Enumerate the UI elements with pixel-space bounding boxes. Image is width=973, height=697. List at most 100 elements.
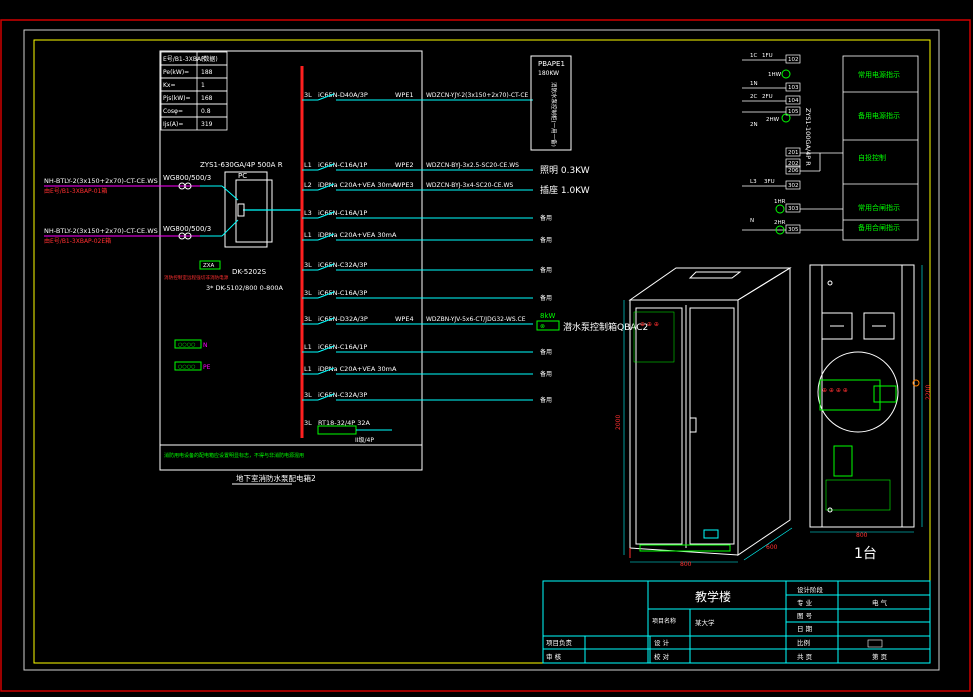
control-label: 1HR	[774, 199, 786, 205]
tb-leader: 项目负责	[546, 638, 573, 647]
terminal	[785, 180, 801, 190]
control-label: 302	[788, 183, 799, 189]
circuit-breaker: iC65N-C32A/3P	[318, 261, 367, 269]
circuit-code: WPE3	[395, 181, 414, 189]
terminal	[785, 147, 801, 157]
tb-reviewer: 校 对	[654, 652, 670, 661]
tb-design-unit: 设计阶段	[797, 585, 824, 594]
circuit-breaker: iC65N-C32A/3P	[318, 391, 367, 399]
circuit-breaker: iC65N-C16A/1P	[318, 161, 367, 169]
lamp-2hr-icon	[775, 225, 785, 235]
circuit-breaker: iC65N-D32A/3P	[318, 315, 368, 323]
svg-text:○○○○: ○○○○	[178, 342, 195, 348]
param-key: E号/B1-3XBAP	[163, 56, 205, 63]
circuit-phase: 3L	[304, 261, 312, 269]
param-value: 319	[201, 121, 213, 128]
yellow-border	[33, 39, 931, 664]
svg-text:⊕ ⊕ ⊕: ⊕ ⊕ ⊕	[640, 321, 659, 328]
circuit-phase: L1	[304, 231, 312, 239]
tb-date-label: 日 期	[797, 625, 813, 633]
front-width-label: 800	[856, 532, 868, 539]
circuit-phase: 3L	[304, 91, 312, 99]
param-value: 168	[201, 95, 213, 102]
terminal	[785, 158, 801, 168]
circuit-code: WPE4	[395, 315, 414, 323]
pc-label: PC	[238, 172, 247, 180]
svg-text:⊕ ⊕ ⊕ ⊕: ⊕ ⊕ ⊕ ⊕	[822, 387, 848, 394]
circuit-breaker: iC65N-C16A/1P	[318, 209, 367, 217]
param-key: Ijs(A)=	[163, 121, 183, 128]
parameter-table: E号/B1-3XBAP(数据)Pe(kW)=188Kx=1Pjs(kW)=168…	[160, 51, 228, 131]
circuit-load: 备用	[540, 396, 552, 404]
cabinet-width-label: 800	[680, 561, 692, 568]
tb-designer: 设 计	[654, 638, 670, 647]
control-label: L3	[750, 179, 757, 185]
tb-page-label: 第 页	[872, 652, 888, 661]
tb-major-label: 专 业	[797, 598, 813, 607]
param-value: 188	[201, 69, 213, 76]
ct2-label: WG800/500/3	[163, 225, 211, 233]
front-height-label: 2200	[925, 385, 932, 400]
circuit-row: 3L RT18-32/4P 32A	[304, 419, 370, 427]
feeder2-from: 由E号/B1-3XBAP-02E箱	[44, 237, 111, 245]
tb-scale-label: 比例	[797, 638, 810, 647]
circuit-load: 备用	[540, 294, 552, 302]
cabinet-depth-label: 600	[766, 544, 778, 551]
feeder2-cable: NH-BTLY-2(3x150+2x70)-CT-CE.WS	[44, 227, 158, 235]
tb-checker: 审 核	[546, 652, 562, 661]
circuit-code: WPE1	[395, 91, 414, 99]
title-block: 教学楼 设计阶段 项目名称 某大学 专 业 电 气 图 号 日 期 比例 共 页…	[542, 580, 931, 664]
circuit-load: 备用	[540, 370, 552, 378]
control-label: 206	[788, 168, 799, 174]
pbape-box: PBAPE1 180KW 消防水泵控制柜(一用一备)	[530, 55, 572, 151]
terminal	[785, 82, 801, 92]
control-label: 1N	[750, 81, 758, 87]
control-label: 102	[788, 57, 799, 63]
panel-note: 消防用电设备的配电箱应设置明显标志，不得与非消防电源混用	[164, 452, 304, 459]
cabinet-iso: ⊕ ⊕ ⊕ 2000 800 600	[615, 267, 793, 568]
bus-n	[174, 339, 202, 349]
pump-load-symbol	[536, 320, 560, 331]
pbape-power: 180KW	[538, 70, 559, 77]
tb-drawno-label: 图 号	[797, 612, 813, 620]
circuit-cable: WDZCN-BYJ-3x2.5-SC20-CE.WS	[426, 162, 519, 169]
circuit-phase: 3L	[304, 419, 312, 427]
spd-label: II级/4P	[355, 436, 374, 444]
svg-text:⊗: ⊗	[540, 323, 545, 330]
white-frame	[23, 29, 940, 671]
outer-red-frame	[0, 19, 971, 692]
circuit-phase: L1	[304, 161, 312, 169]
circuit-phase: L1	[304, 343, 312, 351]
control-label: 201	[788, 150, 799, 156]
param-row	[160, 116, 228, 131]
control-model: ZYS1-100GA/4P R	[804, 108, 812, 166]
distribution-panel: E号/B1-3XBAP(数据)Pe(kW)=188Kx=1Pjs(kW)=168…	[44, 50, 590, 485]
control-label: 1C	[750, 53, 757, 59]
terminal	[785, 165, 801, 175]
circuit-code: WPE2	[395, 161, 414, 169]
control-label: 2HR	[774, 220, 786, 226]
control-label: 2N	[750, 122, 758, 128]
legend-item: 常用电源指示	[858, 70, 900, 79]
circuit-load: 插座 1.0KW	[540, 184, 590, 196]
circuit-breaker: RT18-32/4P 32A	[318, 419, 370, 427]
control-label: N	[750, 218, 754, 224]
lamp-1hr-icon	[775, 204, 785, 214]
tb-sheet-label: 共 页	[797, 652, 813, 661]
bus-n-label: N	[203, 342, 208, 349]
circuit-cable: WDZCN-BYJ-3x4-SC20-CE.WS	[426, 182, 513, 189]
cabinet-height-label: 2000	[615, 415, 622, 430]
tb-project: 教学楼	[695, 589, 731, 604]
pbape-desc: 消防水泵控制柜(一用一备)	[550, 82, 558, 147]
circuit-load: 备用	[540, 236, 552, 244]
terminal	[785, 54, 801, 64]
